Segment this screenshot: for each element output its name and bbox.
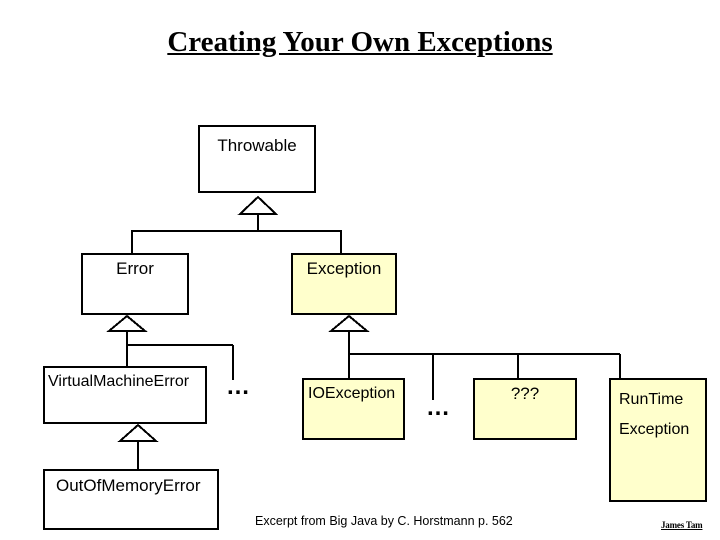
inheritance-triangle-exception-icon xyxy=(328,314,370,332)
class-label-runtime-line1: RunTime xyxy=(619,391,684,408)
class-box-io-exception: IOException xyxy=(302,378,405,440)
inheritance-triangle-throwable-icon xyxy=(237,195,279,215)
class-label-unknown-placeholder: ??? xyxy=(510,384,540,403)
class-label-error: Error xyxy=(116,259,154,278)
class-label-virtual-machine-error: VirtualMachineError xyxy=(48,373,190,390)
connector-exception-children xyxy=(348,331,621,400)
slide-title: Creating Your Own Exceptions xyxy=(167,26,553,58)
class-box-exception: Exception xyxy=(291,253,397,315)
class-label-out-of-memory-error: OutOfMemoryError xyxy=(56,476,201,495)
class-label-exception: Exception xyxy=(306,259,382,278)
class-box-unknown-placeholder: ??? xyxy=(473,378,577,440)
class-box-throwable: Throwable xyxy=(198,125,316,193)
class-box-error: Error xyxy=(81,253,189,315)
class-label-throwable: Throwable xyxy=(217,136,297,155)
author-watermark: James Tam xyxy=(661,520,703,530)
connector-error-children xyxy=(126,331,234,380)
ellipsis-exception-subclasses: … xyxy=(426,394,451,421)
source-citation: Excerpt from Big Java by C. Horstmann p.… xyxy=(255,514,513,528)
class-box-virtual-machine-error: VirtualMachineError xyxy=(43,366,207,424)
class-box-out-of-memory-error: OutOfMemoryError xyxy=(43,469,219,530)
inheritance-triangle-vme-icon xyxy=(117,423,159,442)
class-label-io-exception: IOException xyxy=(308,385,396,402)
class-label-runtime-line2: Exception xyxy=(619,421,690,438)
connector-throwable-children xyxy=(131,212,342,253)
class-box-runtime-exception: RunTime Exception xyxy=(609,378,707,502)
inheritance-triangle-error-icon xyxy=(106,314,148,332)
ellipsis-error-subclasses: … xyxy=(226,373,251,400)
